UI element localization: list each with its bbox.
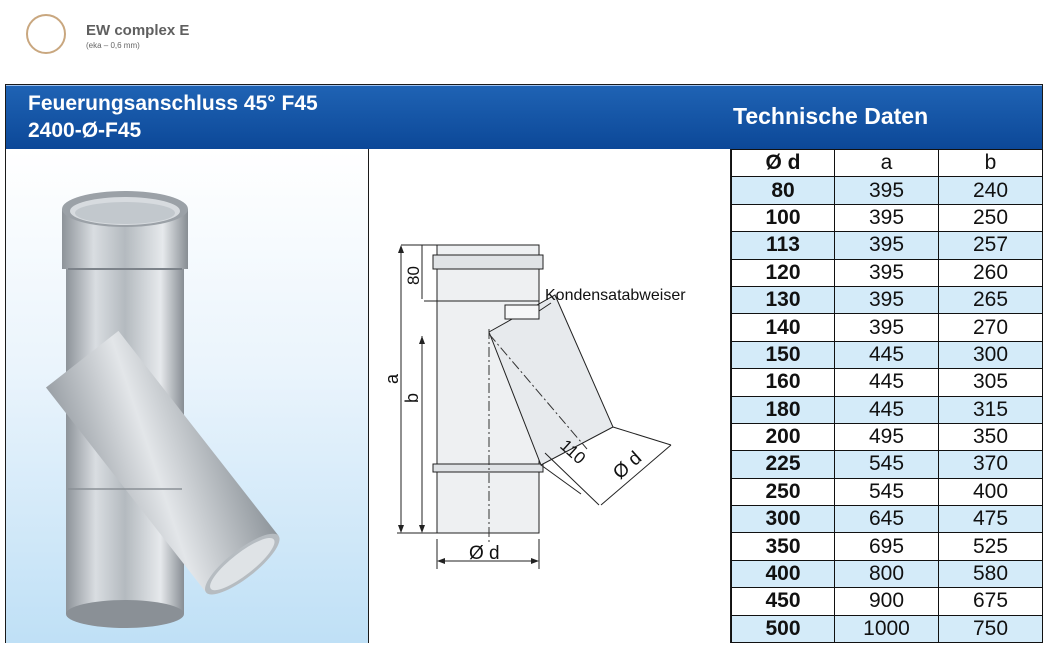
cell-diameter: 350 [731,532,835,561]
cell-b: 250 [938,203,1043,233]
cell-a: 1000 [834,614,939,644]
table-header-row: Ø d a b [731,148,1043,178]
cell-b: 305 [938,368,1043,397]
dim-a-label: a [382,373,402,384]
product-title: Feuerungsanschluss 45° F45 [28,92,318,115]
cell-b: 265 [938,285,1043,315]
dim-b-label: b [402,393,422,403]
cell-b: 300 [938,340,1043,370]
cell-b: 525 [938,532,1043,561]
cell-b: 260 [938,258,1043,287]
cell-a: 695 [834,532,939,561]
cell-a: 395 [834,203,939,233]
cell-a: 445 [834,395,939,424]
cell-diameter: 180 [731,395,835,424]
cell-a: 545 [834,450,939,479]
cell-diameter: 140 [731,313,835,342]
cell-a: 445 [834,368,939,397]
product-code: 2400-Ø-F45 [28,119,142,142]
brand-name: EW complex E [86,22,190,39]
cell-diameter: 300 [731,505,835,534]
dim-diameter-bottom-label: Ø d [469,543,500,564]
brand-logo: EW complex E (eka – 0,6 mm) [26,14,326,60]
cell-a: 545 [834,477,939,507]
cell-a: 900 [834,587,939,616]
cell-a: 395 [834,176,939,205]
dim-80-label: 80 [404,266,423,285]
cell-diameter: 400 [731,559,835,589]
cell-a: 800 [834,559,939,589]
brand-ring-icon [26,14,66,54]
cell-b: 750 [938,614,1043,644]
header-diameter: Ø d [731,148,835,178]
cell-diameter: 500 [731,614,835,644]
cell-diameter: 120 [731,258,835,287]
cell-diameter: 200 [731,422,835,452]
cell-a: 495 [834,422,939,452]
condensate-label: Kondensatabweiser [545,287,686,304]
header-bar: Feuerungsanschluss 45° F45 2400-Ø-F45 Te… [6,85,1042,149]
dimension-drawing: 80 a b Ø d 110 Ø d Kondensatabweiser [382,244,686,569]
cell-diameter: 160 [731,368,835,397]
cell-b: 315 [938,395,1043,424]
cell-diameter: 130 [731,285,835,315]
brand-subtitle: (eka – 0,6 mm) [86,41,140,50]
cell-a: 645 [834,505,939,534]
cell-a: 395 [834,258,939,287]
header-b: b [938,148,1043,178]
cell-b: 580 [938,559,1043,589]
cell-diameter: 100 [731,203,835,233]
header-a: a [834,148,939,178]
cell-b: 400 [938,477,1043,507]
cell-b: 475 [938,505,1043,534]
cell-b: 370 [938,450,1043,479]
cell-diameter: 225 [731,450,835,479]
product-photo [6,149,369,643]
cell-b: 350 [938,422,1043,452]
cell-diameter: 80 [731,176,835,205]
cell-diameter: 113 [731,231,835,260]
cell-b: 240 [938,176,1043,205]
cell-diameter: 250 [731,477,835,507]
tech-data-title: Technische Daten [733,103,929,129]
pipe-photo-illustration [45,191,280,628]
cell-diameter: 150 [731,340,835,370]
cell-a: 445 [834,340,939,370]
dim-diameter-branch-label: Ø d [609,448,646,484]
technical-drawing: 80 a b Ø d 110 Ø d Kondensatabweiser [369,149,731,643]
cell-diameter: 450 [731,587,835,616]
product-sheet: Feuerungsanschluss 45° F45 2400-Ø-F45 Te… [5,84,1043,644]
cell-a: 395 [834,313,939,342]
cell-a: 395 [834,285,939,315]
cell-b: 270 [938,313,1043,342]
cell-a: 395 [834,231,939,260]
cell-b: 257 [938,231,1043,260]
cell-b: 675 [938,587,1043,616]
